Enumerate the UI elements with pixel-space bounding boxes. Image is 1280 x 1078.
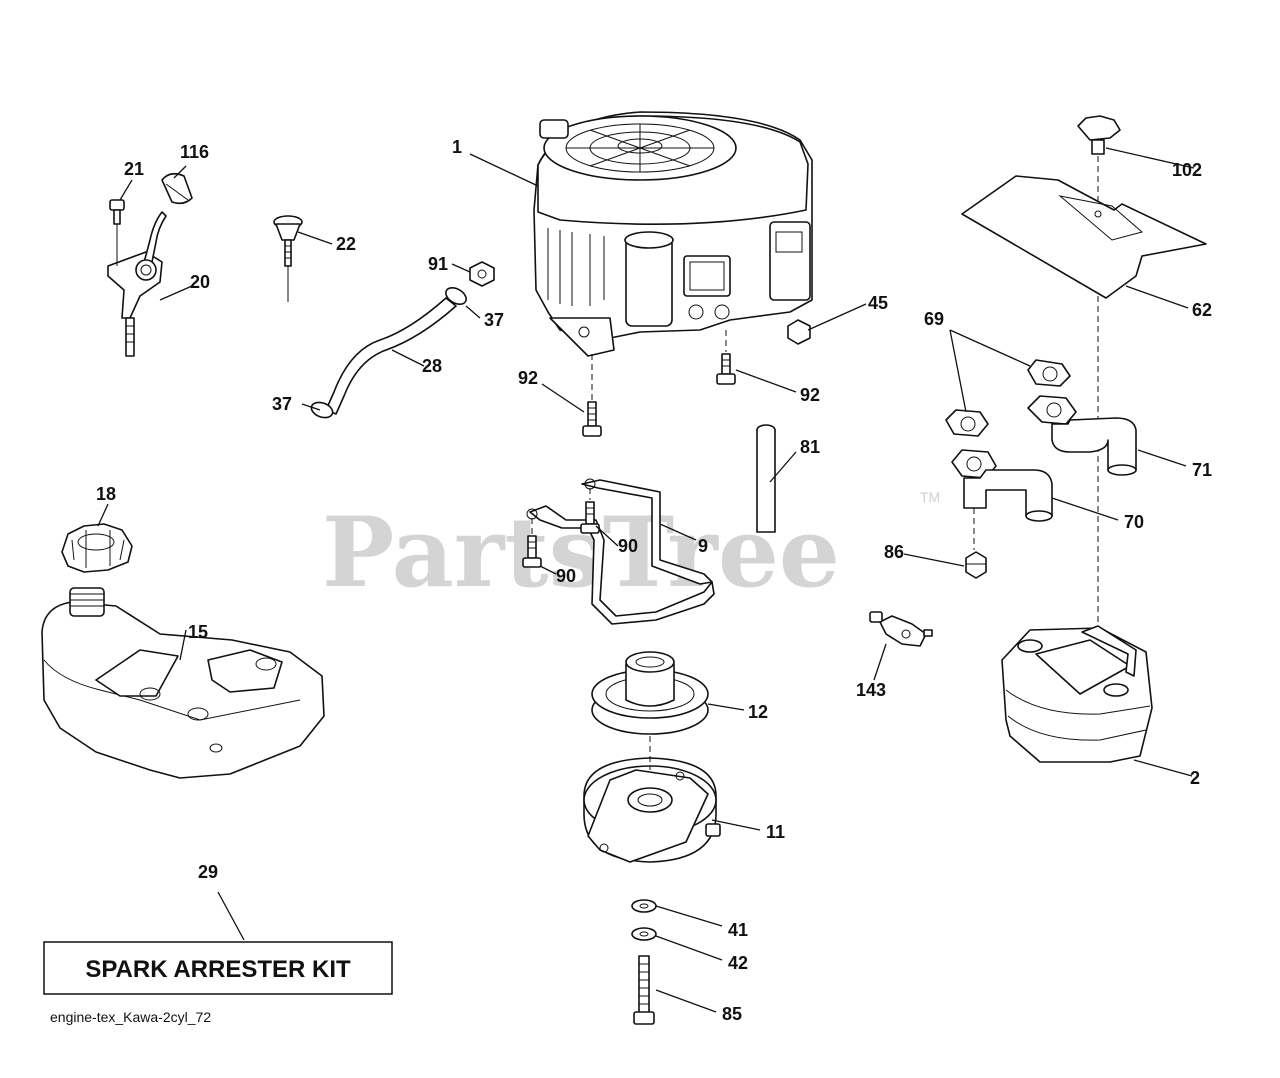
callout-90-lower: 90 [556,566,576,586]
gasket-part[interactable] [945,359,1071,437]
watermark-trademark: TM [920,489,940,505]
callout-70: 70 [1124,512,1144,532]
callout-69: 69 [924,309,944,329]
engine-part[interactable] [533,111,813,357]
watermark-brand: PartsTree [322,496,840,609]
callout-85: 85 [722,1004,742,1024]
bolt-92-part[interactable] [582,330,736,437]
spark-arrester-kit: SPARK ARRESTER KIT [43,941,393,995]
callout-116: 116 [180,142,209,162]
switch-part[interactable] [869,611,933,647]
callout-21: 21 [124,159,144,179]
exhaust-pipe-70-part[interactable] [951,449,1053,550]
callout-18: 18 [96,484,116,504]
callout-12: 12 [748,702,768,722]
fuel-cap-part[interactable] [61,523,133,573]
file-label: engine-tex_Kawa-2cyl_72 [50,1009,211,1025]
kit-label: SPARK ARRESTER KIT [85,956,351,983]
nut-91-part[interactable] [469,261,495,287]
leader-lines [97,147,1195,1013]
kit-label-box [43,941,393,995]
callout-92-left: 92 [518,368,538,388]
knob-102-part[interactable] [1077,115,1121,220]
callout-42: 42 [728,953,748,973]
callouts: 1 2 9 11 12 15 18 20 21 22 28 29 37 37 4… [96,137,1212,1024]
callout-81: 81 [800,437,820,457]
callout-45: 45 [868,293,888,313]
pulley-part[interactable] [591,651,709,735]
washer-41-part[interactable] [631,899,657,913]
callout-1: 1 [452,137,462,157]
callout-90-upper: 90 [618,536,638,556]
exhaust-pipe-71-part[interactable] [1027,395,1137,476]
callout-41: 41 [728,920,748,940]
clutch-part[interactable] [583,736,721,863]
heat-shield-part[interactable] [961,175,1207,628]
bolt-90-part[interactable] [522,488,600,568]
callout-2: 2 [1190,768,1200,788]
nut-45-part[interactable] [787,319,811,345]
callout-92-right: 92 [800,385,820,405]
tube-81-part[interactable] [756,424,776,533]
callout-11: 11 [766,822,785,842]
callout-9: 9 [698,536,708,556]
callout-28: 28 [422,356,442,376]
callout-86: 86 [884,542,904,562]
choke-fastener-part[interactable] [273,215,303,302]
bolt-85-part[interactable] [633,955,655,1025]
fuel-hose-part[interactable] [325,297,457,415]
muffler-part[interactable] [1001,625,1153,763]
fuel-tank-part[interactable] [41,587,325,779]
callout-91: 91 [428,254,448,274]
callout-102: 102 [1172,160,1202,180]
hose-clamp-part[interactable] [309,284,469,420]
callout-37-lower: 37 [272,394,292,414]
throttle-control-part[interactable] [107,211,167,357]
callout-71: 71 [1192,460,1212,480]
callout-62: 62 [1192,300,1212,320]
callout-15: 15 [188,622,208,642]
watermark: PartsTree TM [322,489,940,609]
nut-86-part[interactable] [965,551,987,579]
callout-22: 22 [336,234,356,254]
throttle-knob-part[interactable] [161,172,193,205]
washer-42-part[interactable] [631,927,657,941]
callout-29: 29 [198,862,218,882]
callout-20: 20 [190,272,210,292]
screw-part[interactable] [109,199,125,266]
callout-37-upper: 37 [484,310,504,330]
callout-143: 143 [856,680,886,700]
